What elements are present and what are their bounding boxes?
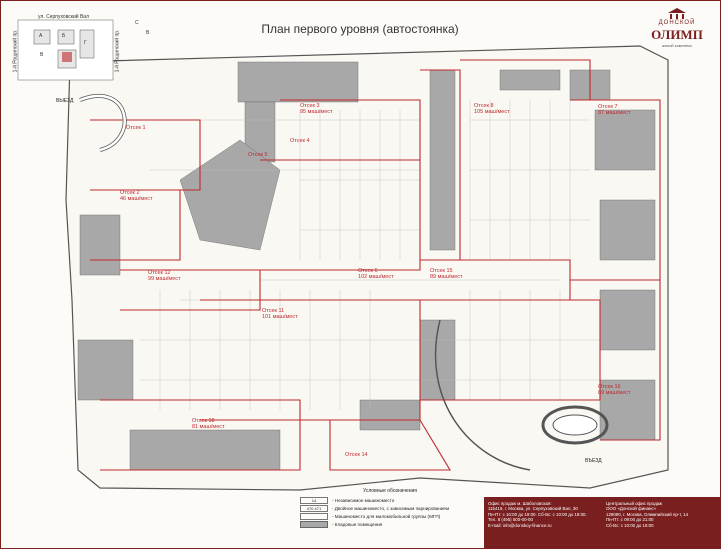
street-right: 1-й Рощинский пр. — [114, 29, 121, 73]
legend-code-single: 14 — [300, 496, 328, 504]
curved-wall — [434, 319, 531, 471]
street-top: ул. Серпуховский Вал — [38, 14, 89, 20]
compartment-borders — [90, 59, 661, 471]
storage-swatch — [300, 520, 328, 528]
legend-code-double: 470 471 — [300, 504, 328, 512]
compass-north: С — [135, 20, 139, 26]
building-a: А — [39, 33, 43, 39]
entry-label: ВЪЕЗД — [585, 458, 602, 464]
legend-title: Условные обозначения — [362, 488, 418, 494]
zone-14: Отсек 14 — [345, 452, 368, 458]
page-title: План первого уровня (автостоянка) — [261, 22, 459, 36]
building-g: Г — [84, 40, 87, 46]
logo-sub: жилой комплекс — [661, 43, 693, 48]
legend-item: 470 471 - Двойное машиноместо, с зависим… — [300, 504, 480, 512]
zone-4: Отсек 4 — [290, 138, 310, 144]
building-b: Б — [62, 33, 66, 39]
accessible-icon — [300, 512, 328, 520]
ramp-bottom-right — [541, 405, 609, 445]
zone-1: Отсек 1 — [126, 125, 146, 131]
office-right: Центральный офис продаж ООО «Донской фин… — [606, 501, 689, 528]
logo: ДОНСКОЙ ОЛИМП жилой комплекс — [640, 8, 714, 54]
contact-panel: Офис продаж м. Шаболовская: 115419, г. М… — [484, 497, 720, 549]
zone-5: Отсек 5 — [248, 152, 268, 158]
exit-label: ВЫЕЗД — [56, 98, 74, 104]
logo-name: ОЛИМП — [651, 27, 703, 42]
legend-item: - Кладовые помещения — [300, 520, 480, 528]
legend-text: - Кладовые помещения — [332, 521, 383, 527]
logo-top: ДОНСКОЙ — [658, 20, 696, 26]
legend-item: - Машиноместо для маломобильной группы (… — [300, 512, 480, 520]
legend-text: - Машиноместо для маломобильной группы (… — [332, 513, 441, 519]
parking-stalls — [140, 100, 600, 410]
street-left: 1-й Рощинский пр. — [12, 29, 19, 73]
compass-east: В — [146, 30, 150, 36]
storage-areas — [77, 61, 656, 471]
legend: Условные обозначения 14 - Независимое ма… — [300, 488, 480, 528]
logo-emblem-icon — [668, 8, 686, 19]
legend-text: - Независимое машиноместо — [332, 497, 395, 503]
office-left: Офис продаж м. Шаболовская: 115419, г. М… — [488, 501, 587, 528]
legend-item: 14 - Независимое машиноместо — [300, 496, 480, 504]
legend-text: - Двойное машиноместо, с зависимым парни… — [332, 505, 450, 511]
building-v: В — [40, 52, 44, 58]
